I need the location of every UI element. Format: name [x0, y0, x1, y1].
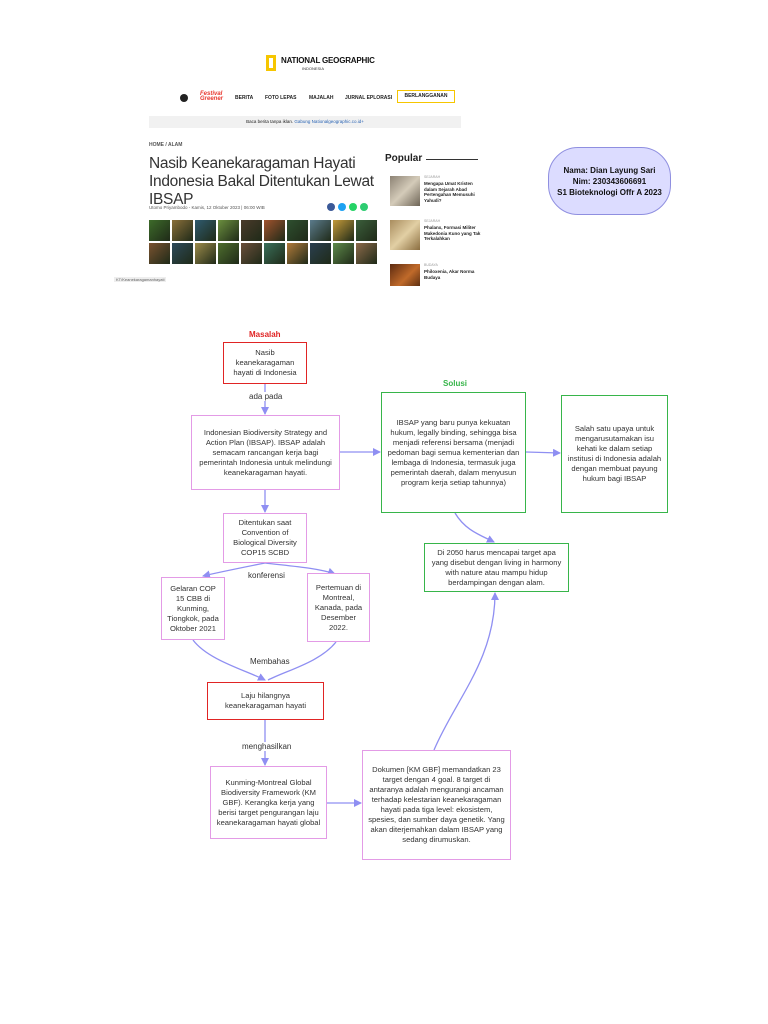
label-konferensi: konferensi	[247, 571, 286, 580]
box-dokumen: Dokumen [KM GBF] memandatkan 23 target d…	[362, 750, 511, 860]
arrow-ditentukan-pertemuan	[264, 562, 336, 576]
box-upaya: Salah satu upaya untuk mengarusutamakan …	[561, 395, 668, 513]
article-screenshot: NATIONAL GEOGRAPHIC INDONESIA Festival G…	[114, 44, 502, 286]
biodiversity-thumbnail[interactable]	[333, 220, 354, 241]
arrow-ditentukan-gelaran	[202, 562, 266, 579]
biodiversity-thumbnail[interactable]	[172, 243, 193, 264]
biodiversity-thumbnail[interactable]	[195, 220, 216, 241]
student-name: Nama: Dian Layung Sari	[563, 165, 656, 175]
breadcrumb[interactable]: HOME / ALAM	[149, 142, 183, 148]
biodiversity-thumbnail[interactable]	[218, 243, 239, 264]
line-icon[interactable]	[360, 203, 368, 211]
box-solusi-ibsap: IBSAP yang baru punya kekuatan hukum, le…	[381, 392, 526, 513]
student-program: S1 Bioteknologi Offr A 2023	[557, 187, 662, 197]
biodiversity-thumbnail[interactable]	[356, 220, 377, 241]
arrow-gelaran-laju	[192, 639, 266, 681]
biodiversity-thumbnail[interactable]	[149, 243, 170, 264]
popular-category: SEJARAH	[424, 175, 441, 179]
menu-icon[interactable]	[180, 94, 188, 102]
festival-logo[interactable]: Festival Greener	[200, 91, 224, 102]
subscribe-button[interactable]: BERLANGGANAN	[397, 90, 455, 103]
section-solusi: Solusi	[443, 379, 468, 388]
arrow-dokumen-2050	[433, 592, 499, 751]
box-2050: Di 2050 harus mencapai target apa yang d…	[424, 543, 569, 592]
popular-title[interactable]: Philoxenia, Akar Norma Budaya	[424, 269, 475, 280]
notice-text: Baca berita tanpa iklan.	[246, 119, 294, 124]
popular-heading: Popular	[385, 153, 423, 164]
nav-item-majalah[interactable]: MAJALAH	[309, 95, 334, 101]
biodiversity-thumbnail[interactable]	[310, 243, 331, 264]
image-caption: KT/Keanekaragamanhayati	[114, 277, 167, 282]
arrow-pertemuan-laju	[267, 641, 337, 681]
popular-divider	[426, 159, 478, 160]
student-info: Nama: Dian Layung Sari Nim: 230343606691…	[548, 147, 671, 215]
biodiversity-thumbnail[interactable]	[195, 243, 216, 264]
biodiversity-thumbnail[interactable]	[287, 243, 308, 264]
brand-title: NATIONAL GEOGRAPHIC	[281, 56, 375, 65]
popular-thumbnail[interactable]	[390, 264, 420, 286]
natgeo-logo-icon	[266, 55, 276, 71]
facebook-icon[interactable]	[327, 203, 335, 211]
biodiversity-thumbnail[interactable]	[310, 220, 331, 241]
label-ada-pada: ada pada	[248, 392, 284, 401]
student-nim: Nim: 230343606691	[572, 176, 647, 186]
box-ditentukan: Ditentukan saat Convention of Biological…	[223, 513, 307, 563]
brand-subtitle: INDONESIA	[302, 66, 325, 71]
whatsapp-icon[interactable]	[349, 203, 357, 211]
biodiversity-thumbnail[interactable]	[241, 220, 262, 241]
box-gelaran: Gelaran COP 15 CBB di Kunming, Tiongkok,…	[161, 577, 225, 640]
biodiversity-thumbnail[interactable]	[264, 243, 285, 264]
popular-title[interactable]: Phalanx, Formasi Militer Makedonia Kuno …	[424, 225, 481, 241]
article-byline: Utomo Priyambodo - Kamis, 12 Oktober 202…	[149, 205, 265, 210]
biodiversity-thumbnail[interactable]	[149, 220, 170, 241]
popular-category: SEJARAH	[424, 219, 441, 223]
biodiversity-thumbnail[interactable]	[172, 220, 193, 241]
box-ibsap: Indonesian Biodiversity Strategy and Act…	[191, 415, 340, 490]
notice-link[interactable]: Gabung Nationalgeographic.co.id+	[294, 119, 364, 124]
box-pertemuan: Pertemuan di Montreal, Kanada, pada Dese…	[307, 573, 370, 642]
nav-item-berita[interactable]: BERITA	[235, 95, 254, 101]
arrow-solusi-2050	[454, 512, 495, 543]
article-headline: Nasib Keanekaragaman Hayati Indonesia Ba…	[149, 155, 374, 208]
popular-category: BUDAYA	[424, 263, 438, 267]
biodiversity-thumbnail[interactable]	[218, 220, 239, 241]
biodiversity-thumbnail[interactable]	[333, 243, 354, 264]
arrow-solusi-upaya	[525, 448, 561, 457]
twitter-icon[interactable]	[338, 203, 346, 211]
box-laju: Laju hilangnya keanekaragaman hayati	[207, 682, 324, 720]
popular-thumbnail[interactable]	[390, 220, 420, 250]
label-menghasilkan: menghasilkan	[241, 742, 293, 751]
ad-free-notice: Baca berita tanpa iklan. Gabung National…	[149, 116, 461, 128]
box-nasib: Nasib keanekaragaman hayati di Indonesia	[223, 342, 307, 384]
nav-item-jurnal[interactable]: JURNAL EPLORASI	[345, 95, 393, 101]
biodiversity-thumbnail[interactable]	[264, 220, 285, 241]
biodiversity-photo-grid	[149, 220, 379, 264]
popular-title[interactable]: Mengapa Umat Kristen dalam Sejarah Abad …	[424, 181, 475, 203]
biodiversity-thumbnail[interactable]	[356, 243, 377, 264]
popular-thumbnail[interactable]	[390, 176, 420, 206]
box-kmgbf: Kunming-Montreal Global Biodiversity Fra…	[210, 766, 327, 839]
biodiversity-thumbnail[interactable]	[241, 243, 262, 264]
section-masalah: Masalah	[249, 330, 281, 339]
nav-item-foto-lepas[interactable]: FOTO LEPAS	[265, 95, 297, 101]
label-membahas: Membahas	[249, 657, 291, 666]
biodiversity-thumbnail[interactable]	[287, 220, 308, 241]
